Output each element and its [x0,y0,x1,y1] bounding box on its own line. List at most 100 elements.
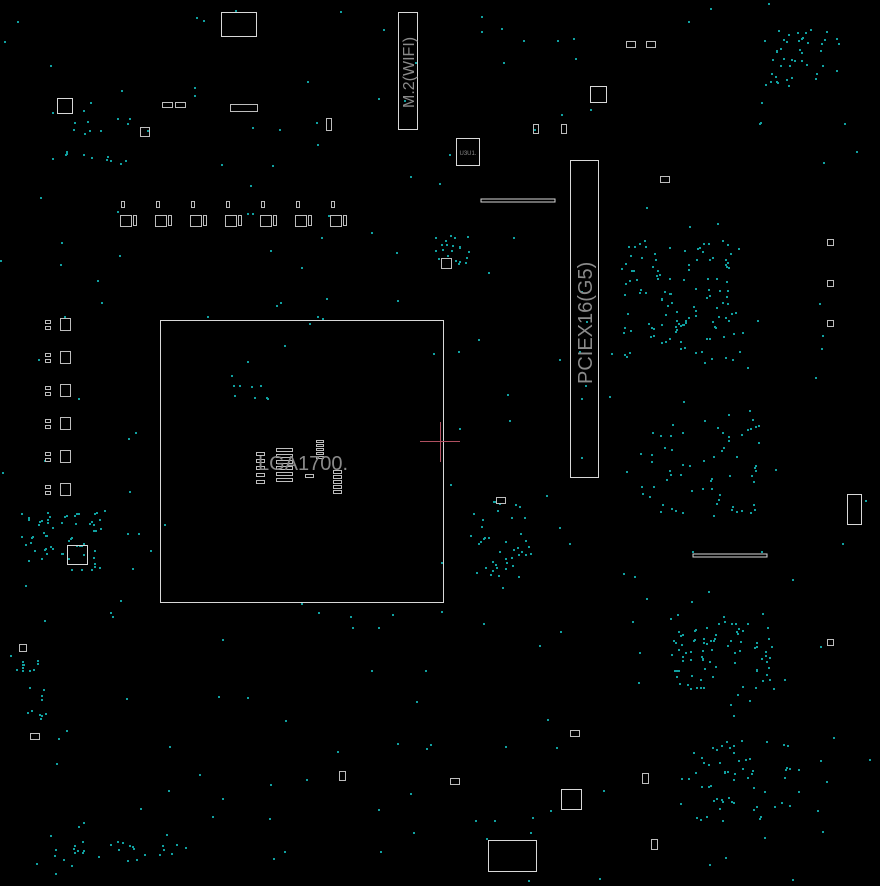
via [805,32,807,34]
via [801,60,803,62]
via [739,650,741,652]
pad [333,490,342,494]
via [671,508,673,510]
via [515,504,517,506]
via [710,640,712,642]
component-bottom[interactable] [561,789,582,810]
via [753,787,755,789]
via [235,10,237,12]
via [727,771,729,773]
via [557,40,559,42]
via [74,852,76,854]
via [791,59,793,61]
via [251,386,253,388]
pad [827,239,834,246]
via [110,612,112,614]
via [252,213,254,215]
via [820,646,822,648]
via [844,123,846,125]
via [696,259,698,261]
via [162,845,164,847]
via [689,465,691,467]
via [838,43,840,45]
via [247,697,249,699]
via [740,641,742,643]
via [120,600,122,602]
via [683,324,685,326]
cpu-socket-outline[interactable] [160,320,444,603]
via [742,768,744,770]
via [722,820,724,822]
pcie-x16-slot[interactable] [570,160,599,478]
m2-wifi-slot[interactable] [398,12,418,130]
pad [256,480,265,484]
via [83,543,85,545]
via [528,880,530,882]
via [661,324,663,326]
connector-top[interactable] [221,12,257,37]
pad [45,386,51,390]
via [482,519,484,521]
via [723,336,725,338]
via [856,151,858,153]
pad [276,466,293,470]
via [94,550,96,552]
via [96,512,98,514]
via [121,90,123,92]
via [171,853,173,855]
via [719,762,721,764]
via [451,250,453,252]
via [742,686,744,688]
via [127,860,129,862]
via [674,670,676,672]
via [703,762,705,764]
via [66,730,68,732]
via [94,566,96,568]
connector-right[interactable] [847,494,862,525]
via [371,670,373,672]
via [478,543,480,545]
via [709,295,711,297]
via [449,154,451,156]
via [176,844,178,846]
via [762,680,764,682]
via [234,395,236,397]
via [106,159,108,161]
via [671,302,673,304]
component-top-left[interactable] [57,98,73,114]
via [556,747,558,749]
via [93,557,95,559]
via [738,760,740,762]
via [378,809,380,811]
via [722,432,724,434]
via [680,635,682,637]
component-left[interactable] [67,545,88,565]
via [478,339,480,341]
via [91,157,93,159]
via [16,669,18,671]
via [680,348,682,350]
via [496,567,498,569]
via [684,250,686,252]
via [733,752,735,754]
pad [45,392,51,396]
connector-bottom[interactable] [488,840,537,872]
pad [120,215,132,227]
via [316,122,318,124]
via [685,320,687,322]
pad [45,425,51,429]
via [703,460,705,462]
via [728,267,730,269]
via [749,758,751,760]
via [651,461,653,463]
via [520,533,522,535]
via [73,129,75,131]
pad [45,485,51,489]
pad [45,326,51,330]
component-top-right[interactable] [590,86,607,103]
via [652,266,654,268]
ic-u3u1[interactable] [456,138,480,166]
via [521,551,523,553]
via [817,810,819,812]
